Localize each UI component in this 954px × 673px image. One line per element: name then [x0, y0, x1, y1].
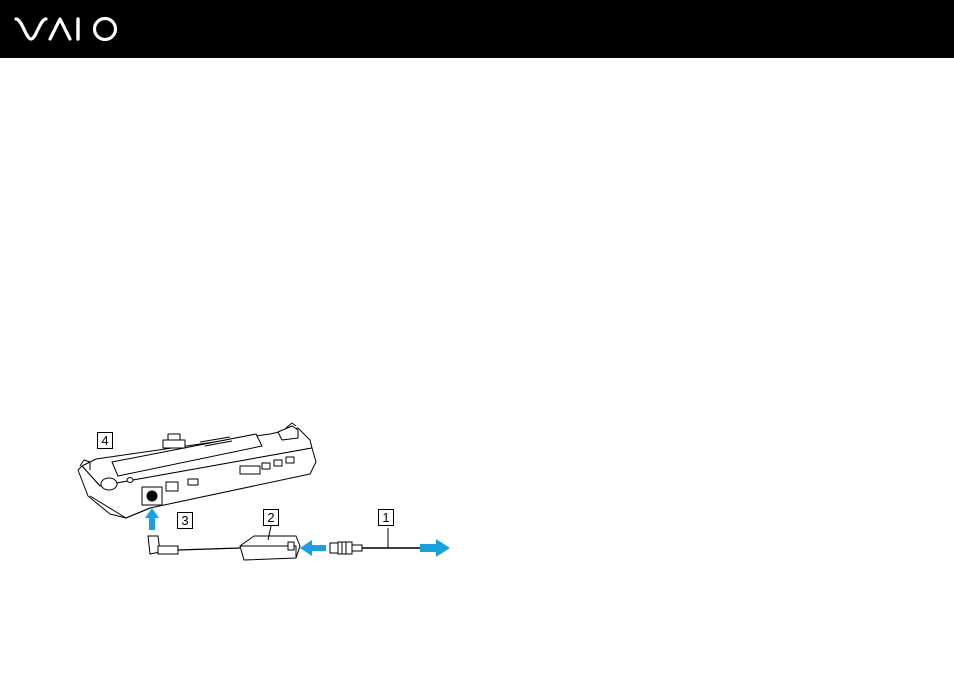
- dc-plug: [148, 536, 240, 554]
- ac-adapter: [240, 536, 300, 560]
- vaio-logo: [14, 15, 122, 43]
- power-cord: [330, 528, 420, 554]
- arrow-left-icon: [300, 540, 326, 556]
- callout-3: 3: [177, 512, 193, 529]
- header-bar: [0, 0, 954, 58]
- callout-2: 2: [263, 509, 279, 526]
- arrow-right-icon: [420, 539, 450, 557]
- docking-station: [78, 423, 316, 518]
- docking-station-illustration: [60, 410, 460, 580]
- callout-4: 4: [97, 432, 113, 449]
- callout-1: 1: [378, 509, 394, 526]
- arrow-up-icon: [145, 508, 159, 530]
